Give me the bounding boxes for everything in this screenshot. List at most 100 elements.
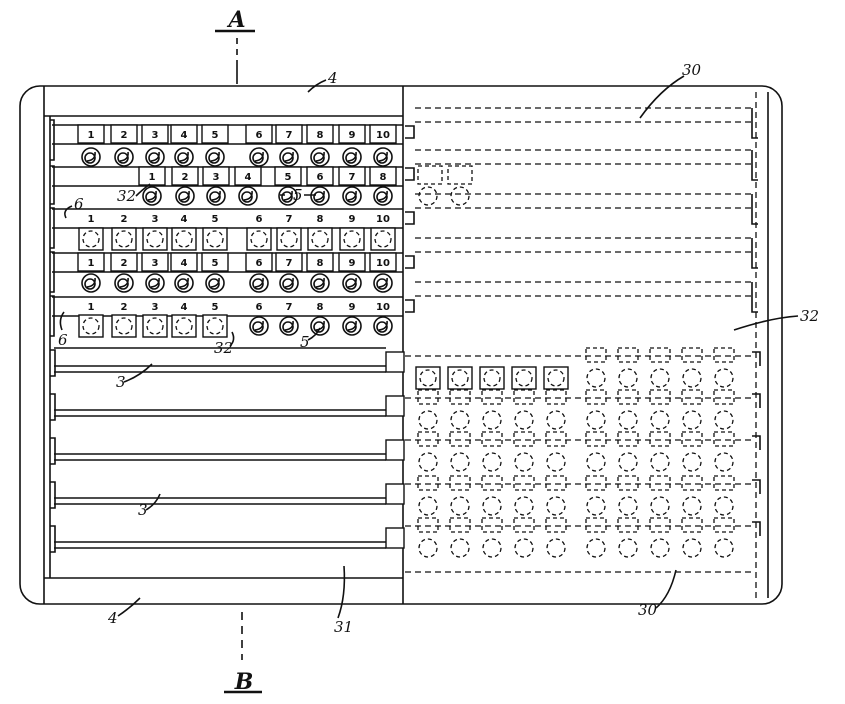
section-label-a: A [226, 7, 245, 33]
dashed-label-box [417, 389, 439, 405]
ref-5-row2: 5 [293, 186, 303, 204]
ref-6-lower: 6 [58, 331, 68, 349]
square-counter [142, 227, 168, 251]
dashed-label-box [545, 517, 567, 533]
row-number-label: 9 [349, 214, 356, 225]
dashed-label-box [417, 165, 443, 185]
dashed-label-box [617, 475, 639, 491]
dashed-label-box [649, 389, 671, 405]
dashed-counter [515, 369, 533, 387]
dashed-counter [650, 410, 670, 430]
dashed-counter [586, 452, 606, 472]
round-counter [373, 273, 393, 293]
label-box [274, 166, 302, 186]
right-latch [752, 479, 761, 494]
dashed-label-box [545, 431, 567, 447]
row-number-label: 6 [256, 302, 263, 313]
dashed-counter [618, 538, 638, 558]
row-number-label: 1 [88, 130, 95, 141]
dashed-counter [450, 186, 470, 206]
dashed-counter [418, 410, 438, 430]
round-counter [310, 316, 330, 336]
dashed-counter [418, 538, 438, 558]
dashed-label-box [681, 475, 703, 491]
row-number-label: 2 [182, 172, 189, 183]
dashed-counter [618, 410, 638, 430]
dashed-counter [682, 538, 702, 558]
dashed-label-box [481, 431, 503, 447]
dashed-counter [586, 368, 606, 388]
round-counter [342, 273, 362, 293]
round-counter [174, 147, 194, 167]
sliding-bar [50, 481, 405, 509]
round-counter [342, 147, 362, 167]
dashed-counter-grid [405, 347, 761, 573]
round-counter [373, 186, 393, 206]
dashed-counter [546, 538, 566, 558]
sliding-bar [50, 349, 405, 377]
row-number-label: 7 [286, 302, 293, 313]
dashed-counter [419, 369, 437, 387]
square-counter [142, 314, 168, 338]
round-counter [175, 186, 195, 206]
row-number-label: 2 [121, 302, 128, 313]
label-box [110, 124, 138, 144]
dashed-counter [650, 452, 670, 472]
row-number-label: 8 [317, 214, 324, 225]
dashed-counter [714, 368, 734, 388]
dashed-label-box [617, 347, 639, 363]
dashed-label-box [713, 475, 735, 491]
dashed-label-box [649, 475, 671, 491]
dashed-label-box [449, 431, 471, 447]
label-box [110, 252, 138, 272]
row-number-label: 9 [349, 258, 356, 269]
ref-30-top: 30 [682, 61, 702, 79]
ref-32-row2: 32 [117, 187, 136, 205]
dashed-counter [618, 368, 638, 388]
dashed-counter [714, 452, 734, 472]
dashed-bar [405, 193, 758, 225]
round-counter [310, 273, 330, 293]
dashed-label-box [681, 389, 703, 405]
dashed-label-box [585, 347, 607, 363]
dashed-label-box [649, 517, 671, 533]
round-counter [310, 147, 330, 167]
dashed-label-box [713, 431, 735, 447]
round-counter [278, 186, 298, 206]
row-number-label: 6 [256, 130, 263, 141]
round-counter [205, 273, 225, 293]
sliding-bars [50, 347, 405, 553]
row-number-label: 1 [88, 214, 95, 225]
dashed-label-box [417, 517, 439, 533]
label-box [138, 166, 166, 186]
right-latch [752, 521, 761, 536]
dashed-label-box [447, 165, 473, 185]
row-number-label: 3 [152, 130, 159, 141]
right-latch [752, 393, 761, 408]
dashed-counter [418, 496, 438, 516]
round-counter [249, 147, 269, 167]
ref-6-upper: 6 [74, 195, 84, 213]
dashed-counter [482, 410, 502, 430]
ref-4-bottom: 4 [107, 609, 118, 627]
dashed-counter [450, 538, 470, 558]
dashed-counter [514, 410, 534, 430]
label-box [369, 252, 397, 272]
row-number-label: 7 [349, 172, 356, 183]
round-counter [310, 186, 330, 206]
row-number-label: 5 [212, 214, 219, 225]
dashed-label-box [681, 347, 703, 363]
dashed-label-box [481, 389, 503, 405]
row-number-label: 10 [376, 214, 390, 225]
row-number-label: 4 [245, 172, 252, 183]
ref-3-upper: 3 [116, 373, 126, 391]
row-number-label: 5 [285, 172, 292, 183]
dashed-counter [418, 452, 438, 472]
dashed-label-box [417, 475, 439, 491]
dashed-counter [547, 369, 565, 387]
right-latch [752, 351, 761, 366]
round-counter [114, 147, 134, 167]
dashed-counter [586, 410, 606, 430]
